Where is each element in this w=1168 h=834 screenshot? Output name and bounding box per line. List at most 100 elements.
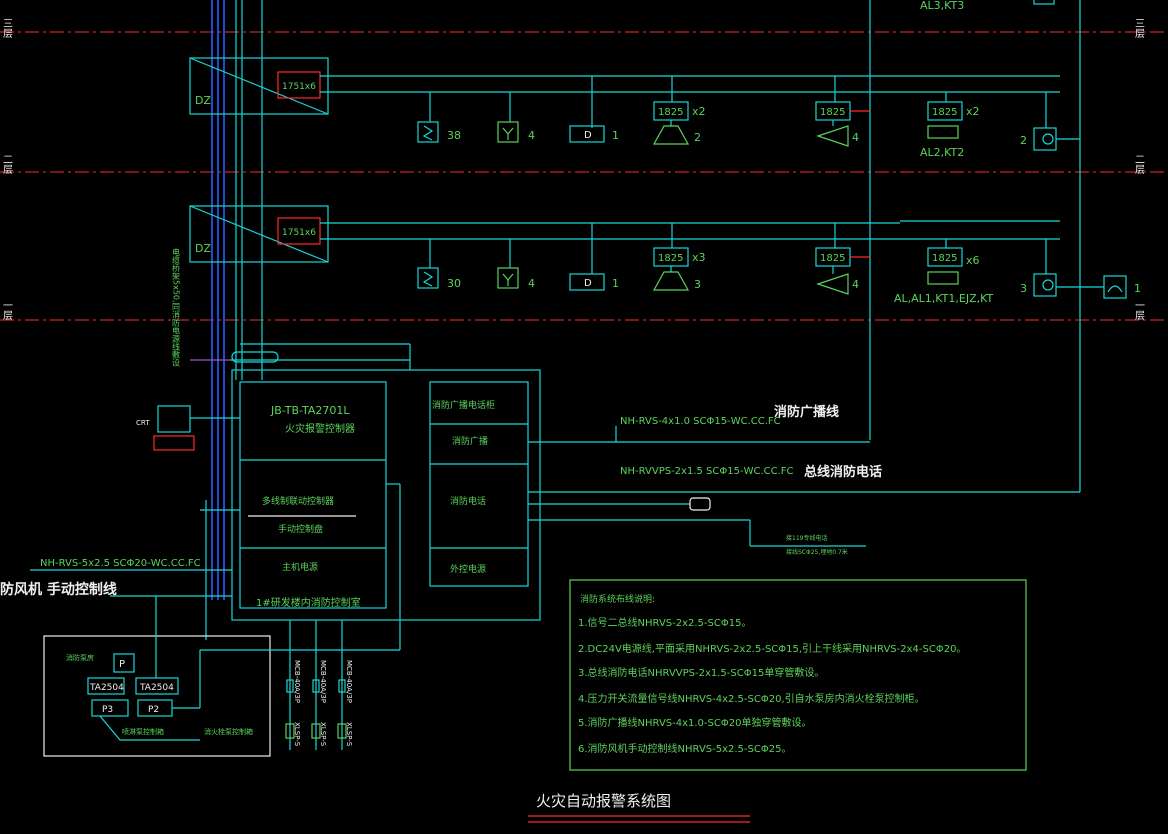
floor2-1825-label-a: 1825 (658, 107, 683, 118)
cabinet-title: 消防广播电话柜 (432, 399, 495, 411)
floor2-d-symbol: D (584, 130, 592, 141)
note-item-3: 3.总线消防电话NHRVVPS-2x1.5-SCΦ15单穿管敷设。 (578, 666, 824, 679)
floor1-1825-label-a: 1825 (658, 253, 683, 264)
pressure-switch-box (113, 653, 135, 673)
floor2-branch: DZ 1751x6 38 4 D 1 1825 x2 2 1825 (189, 57, 1080, 159)
floor1-kt-label: AL,AL1,KT1,EJZ,KT (894, 292, 993, 305)
phone-line-name: 总线消防电话 (804, 464, 882, 480)
floor1-1825-label-c: 1825 (932, 253, 957, 264)
surge-breakers: MCB-40A/3P MCB-40A/3P MCB-40A/3P XLSP-S … (285, 620, 353, 750)
floor2-dz-label: DZ (195, 94, 211, 107)
pressure-switch-label: P (119, 659, 125, 670)
ta2504-left-label: TA2504 (89, 683, 124, 693)
riser-note: 电缆桥架5x50,同消防电源线敷设 (172, 247, 181, 368)
floor1-hydrant-count: 3 (1020, 282, 1027, 295)
floor1-d-count: 1 (612, 277, 619, 290)
crt-label: CRT (136, 419, 150, 427)
breaker-3-label: MCB-40A/3P (345, 660, 353, 703)
floor1-kt-box-icon (927, 271, 959, 285)
floor1-smoke-detector-icon (417, 267, 439, 289)
phone-cable-spec: NH-RVVPS-2x1.5 SCΦ15-WC.CC.FC (620, 466, 794, 477)
floor1-heat-detector-icon (497, 267, 519, 289)
spd-2-label: XLSP-S (319, 722, 327, 747)
crt-keyboard-icon (153, 435, 195, 451)
notes-title: 消防系统布线说明: (580, 593, 655, 605)
note-item-5: 5.消防广播线NHRVS-4x1.0-SCΦ20单独穿管敷设。 (578, 716, 811, 729)
floor2-alarm-count: 4 (852, 131, 859, 144)
floor1-dz-box (189, 205, 329, 263)
fan-cable-spec: NH-RVS-5x2.5 SCΦ20-WC.CC.FC (40, 558, 201, 569)
floor1-d-module-icon (569, 273, 605, 291)
floor2-d-count: 1 (612, 129, 619, 142)
linkage-controller-label: 多线制联动控制器 (262, 495, 334, 507)
floor1-1825-label-b: 1825 (820, 253, 845, 264)
broadcast-line-name: 消防广播线 (774, 404, 839, 420)
note-item-6: 6.消防风机手动控制线NHRVS-5x2.5-SCΦ25。 (578, 742, 791, 755)
floor1-smoke-count: 30 (447, 277, 461, 290)
top-device-box (1033, 0, 1055, 5)
controller-model: JB-TB-TA2701L (270, 404, 350, 417)
cabinet-broadcast-label: 消防广播 (452, 435, 488, 447)
floor2-speaker-icon (652, 125, 690, 145)
control-room-label: 1#研发楼内消防控制室 (256, 596, 361, 609)
note-item-4: 4.压力开关流量信号线NHRVS-4x2.5-SCΦ20,引自水泵房内消火栓泵控… (578, 692, 925, 705)
pump-p3-box (91, 699, 129, 717)
floor1-speaker-count: 3 (694, 278, 701, 291)
broadcast-phone-cabinet (429, 381, 529, 587)
floor2-heat-count: 4 (528, 129, 535, 142)
floor2-1825-module-c (927, 101, 963, 121)
floor2-module-1751 (277, 71, 321, 99)
floor1-phone-icon (1103, 275, 1127, 299)
crt-monitor-icon (157, 405, 191, 433)
floor2-d-module-icon (569, 125, 605, 143)
floor1-phone-count: 1 (1134, 282, 1141, 295)
phone-handset-icon (689, 497, 711, 511)
hydrant-pump-label: 消火栓泵控制箱 (204, 727, 253, 736)
ta2504-right-label: TA2504 (139, 683, 174, 693)
floor1-branch: DZ 1751x6 30 4 D 1 1825 x3 3 1825 4 (189, 205, 1141, 305)
fire-alarm-controller (239, 381, 387, 609)
floor1-alarm-horn-icon (816, 273, 849, 295)
spray-pump-label: 喷淋泵控制箱 (122, 727, 164, 736)
breaker-1-label: MCB-40A/3P (293, 660, 301, 703)
floor2-speaker-count: 2 (694, 131, 701, 144)
floor-label-right-3: 三层 (1133, 18, 1145, 39)
wiring-notes-box (569, 579, 1027, 771)
floor2-dz-box (189, 57, 329, 115)
floor1-alarm-count: 4 (852, 278, 859, 291)
call119-line1: 接119专线电话 (786, 534, 827, 542)
floor2-hydrant-count: 2 (1020, 134, 1027, 147)
floor1-speaker-icon (652, 271, 690, 291)
ta2504-right (135, 677, 179, 695)
floor-label-left-3: 三层 (1, 18, 13, 39)
control-room-box (231, 369, 541, 621)
pump-room-box (43, 635, 271, 757)
spd-3-label: XLSP-S (345, 722, 353, 747)
drawing-title: 火灾自动报警系统图 (536, 792, 671, 810)
floor1-kt-mult: x6 (966, 254, 980, 267)
floor-label-left-1: 一层 (1, 300, 13, 321)
floor-label-right-2: 二层 (1133, 154, 1145, 175)
floor2-1825-label-c: 1825 (932, 107, 957, 118)
floor2-smoke-detector-icon (417, 121, 439, 143)
floor1-speaker-mult: x3 (692, 251, 706, 264)
floor1-1825-module-c (927, 247, 963, 267)
floor1-heat-count: 4 (528, 277, 535, 290)
floor2-speaker-mult: x2 (692, 105, 706, 118)
floor1-module-1751 (277, 217, 321, 245)
broadcast-cable-spec: NH-RVS-4x1.0 SCΦ15-WC.CC.FC (620, 416, 781, 427)
pump-p2-label: P2 (148, 705, 159, 715)
top-kt-label: AL3,KT3 (920, 0, 964, 12)
controller-name: 火灾报警控制器 (285, 422, 355, 435)
cabinet-phone-label: 消防电话 (450, 495, 486, 507)
floor2-heat-detector-icon (497, 121, 519, 143)
pump-room-title: 消防泵房 (66, 653, 94, 662)
fan-line-name: 防风机 手动控制线 (0, 581, 117, 598)
cabinet-ext-power-label: 外控电源 (450, 563, 486, 575)
floor-label-left-2: 二层 (1, 154, 13, 175)
floor1-module-1751-label: 1751x6 (282, 228, 316, 238)
cable-tray-icon (231, 351, 279, 363)
pump-p3-label: P3 (102, 705, 113, 715)
floor1-d-symbol: D (584, 278, 592, 289)
floor2-alarm-horn-icon (816, 125, 849, 147)
